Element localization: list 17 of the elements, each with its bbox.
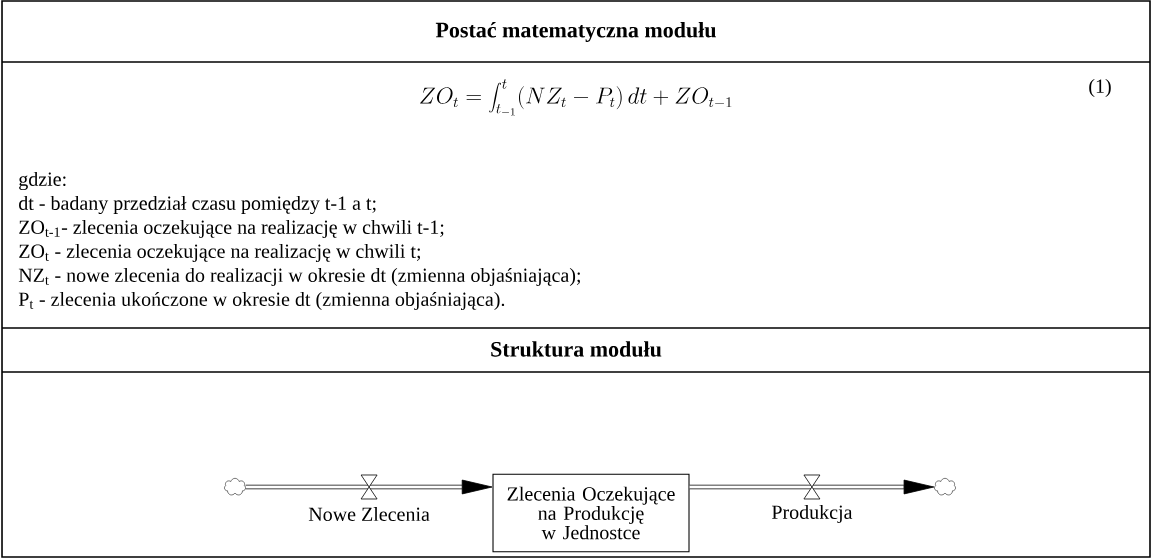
edge-label: Nowe Zlecenia <box>308 506 430 521</box>
section-heading: Postać matematyczna modułu <box>435 22 716 42</box>
formula: $ZO_t=\int_{t_{-1}}^{t}(NZ_t-P_t)\,dt+ZO_{t-1}$ <box>420 79 732 116</box>
text-line: NZ$_{t}$ - nowe zlecenia do realizacji w okresie dt (zmienna objaśniająca); <box>18 267 580 287</box>
flow-pipe <box>689 479 935 495</box>
text-line: gdzie: <box>19 171 66 191</box>
text-line: P$_{t}$ - zlecenia ukończone w okresie dt (zmienna objaśniająca). <box>18 291 505 311</box>
cloud-symbol <box>224 478 246 496</box>
cloud-symbol <box>934 478 956 496</box>
text-line: dt - badany przedział czasu pomiędzy t-1 a t; <box>19 195 376 215</box>
edge-label: Produkcja <box>771 504 853 524</box>
stock-box: Zlecenia Oczekujące na Produkcję w Jednostce <box>492 473 690 553</box>
section-heading: Struktura modułu <box>491 341 662 357</box>
flow-pipe <box>245 479 493 495</box>
text-line: ZO$_{t-1}$- zlecenia oczekujące na realizację w chwili t-1; <box>19 219 444 239</box>
text-line: ZO$_{t}$ - zlecenia oczekujące na realizację w chwili t; <box>19 243 420 263</box>
equation-number: (1) <box>1089 78 1111 98</box>
